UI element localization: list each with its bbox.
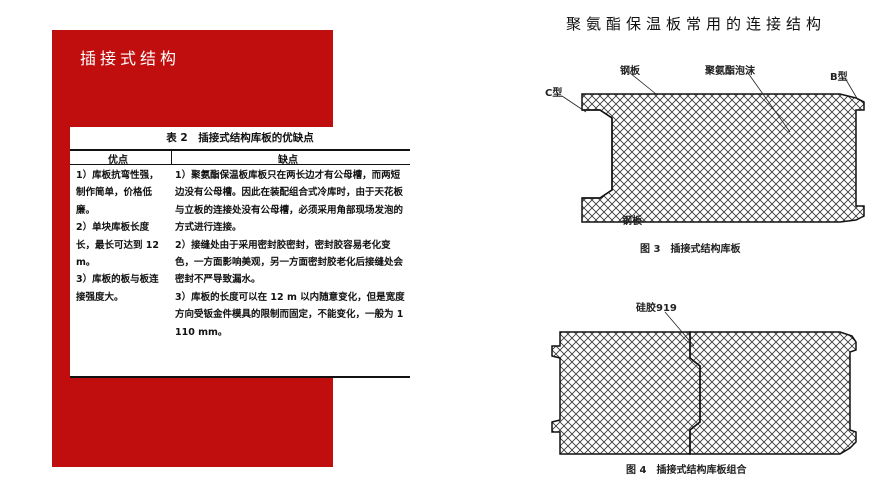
- leader-steel-bottom: [635, 217, 645, 223]
- col-head-cons: 缺点: [278, 155, 298, 166]
- cons-item: 2）接缝处由于采用密封胶密封，密封胶容易老化变色，一方面影响美观，另一方面密封胶…: [175, 239, 404, 286]
- cons-cell: 1）聚氨酯保温板库板只在两长边才有公母槽，而两短边没有公母槽。因此在装配组合式冷…: [175, 167, 407, 341]
- leader-c: [561, 95, 587, 113]
- pros-item: 1）库板抗弯性强，制作简单，价格低廉。: [76, 170, 159, 216]
- pros-cell: 1）库板抗弯性强，制作简单，价格低廉。 2）单块库板长度长，最长可达到 12 m…: [76, 167, 166, 306]
- table-head-rule: [70, 164, 410, 165]
- figure3-label-steel-top: 钢板: [620, 66, 640, 77]
- figure3-panel-body: [581, 93, 865, 223]
- figure3-label-steel-bottom: 钢板: [622, 216, 642, 227]
- column-divider: [171, 151, 172, 164]
- col-head-pros: 优点: [108, 155, 128, 166]
- figure4-caption: 图 4 插接式结构库板组合: [626, 465, 747, 476]
- figure4-assembly-diagram: [551, 311, 857, 455]
- slide-title: 聚氨酯保温板常用的连接结构: [566, 15, 827, 33]
- figure3-label-foam: 聚氨酯泡沫: [705, 66, 755, 77]
- leader-b: [844, 77, 859, 101]
- figure3-panel-diagram: [561, 72, 865, 223]
- figure3-c-tongue: [582, 109, 613, 199]
- cons-item: 1）聚氨酯保温板库板只在两长边才有公母槽，而两短边没有公母槽。因此在装配组合式冷…: [175, 170, 404, 234]
- pros-item: 3）库板的板与板连接强度大。: [76, 274, 159, 303]
- leader-sealant: [664, 311, 695, 347]
- figure3-label-b: B型: [830, 72, 848, 83]
- pros-item: 2）单块库板长度长，最长可达到 12 m。: [76, 222, 160, 269]
- figure3-label-c: C型: [545, 88, 563, 99]
- pros-cons-table: 表 2 插接式结构库板的优缺点 优点 缺点 1）库板抗弯性强，制作简单，价格低廉…: [70, 127, 410, 378]
- figure4-left-panel: [551, 331, 701, 455]
- leader-steel-top: [629, 72, 657, 95]
- table-bottom-rule: [70, 376, 410, 378]
- figure4-right-panel: [689, 331, 857, 455]
- figure4-label-sealant: 硅胶919: [636, 303, 677, 314]
- table-caption: 表 2 插接式结构库板的优缺点: [166, 132, 314, 144]
- table-top-rule: [70, 149, 410, 151]
- cons-item: 3）库板的长度可以在 12 m 以内随意变化，但是宽度方向受钣金件模具的限制而固…: [175, 291, 405, 338]
- leader-foam: [747, 72, 791, 133]
- figure3-caption: 图 3 插接式结构库板: [640, 244, 741, 255]
- panel-heading: 插接式结构: [80, 49, 181, 68]
